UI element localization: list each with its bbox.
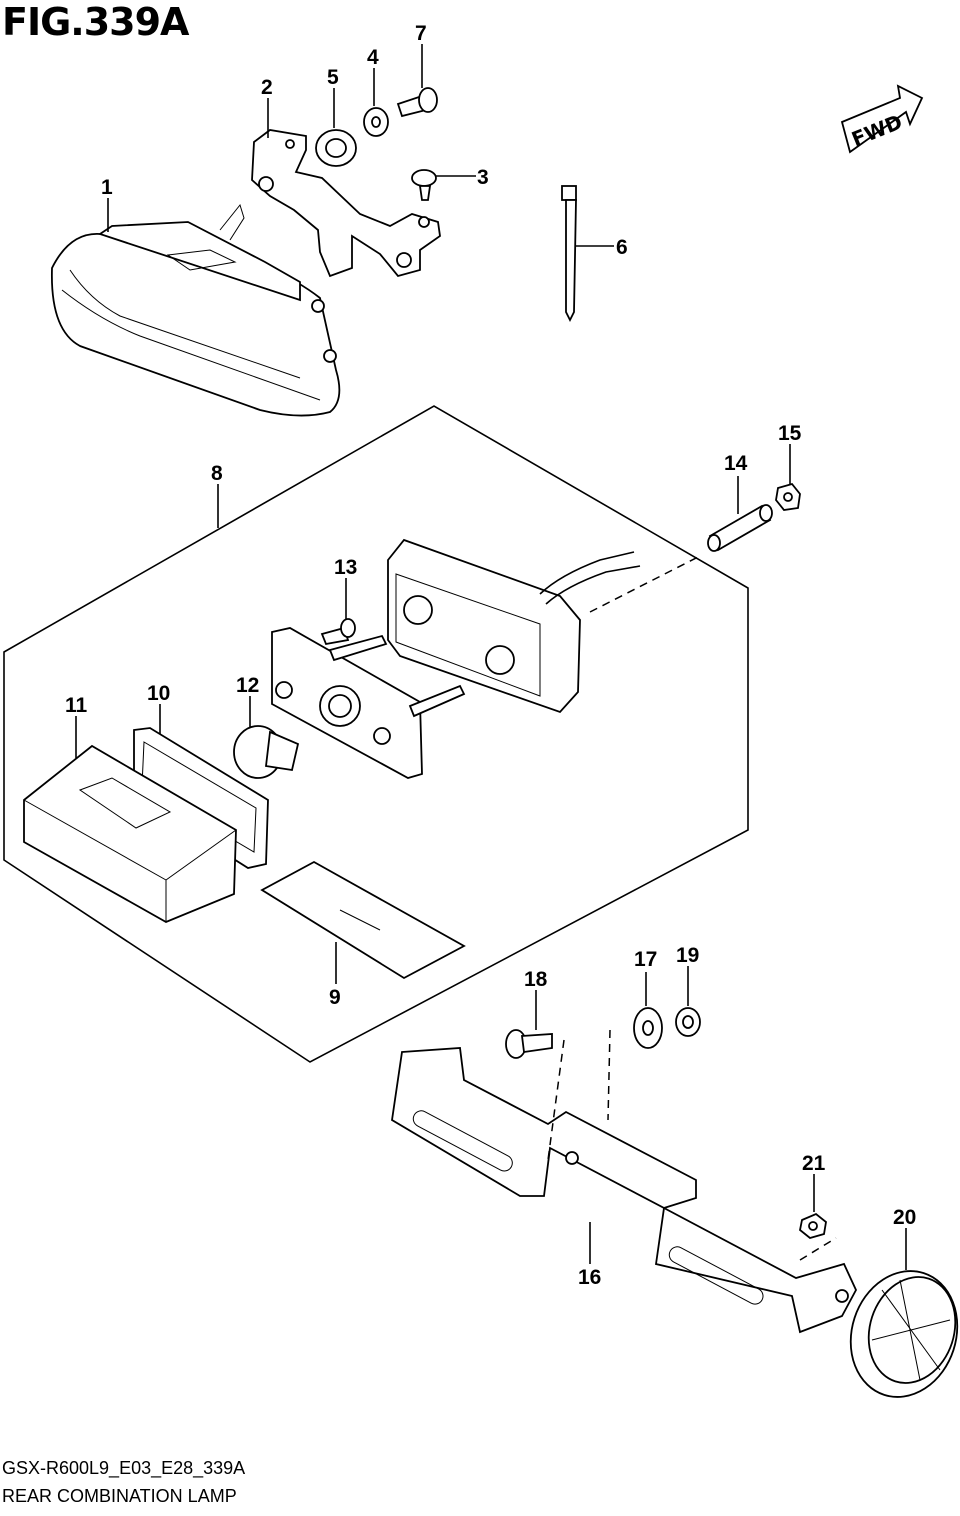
cable-tie — [561, 185, 577, 323]
license-bulb — [233, 725, 300, 779]
leader-lines — [75, 44, 907, 1270]
callout-4: 4 — [367, 46, 379, 69]
license-plate-bracket — [391, 1047, 858, 1334]
reflector-nut — [799, 1212, 827, 1239]
callout-16: 16 — [578, 1266, 601, 1289]
callout-5: 5 — [327, 66, 339, 89]
lamp-socket-plate — [271, 627, 466, 779]
figure-title: FIG.339A — [2, 0, 189, 44]
screw-upper — [396, 87, 438, 118]
callout-labels: 1 2 3 4 5 6 7 8 9 10 11 12 13 14 15 16 1… — [65, 22, 916, 1289]
callout-11: 11 — [65, 694, 88, 717]
washer-lower — [633, 1007, 663, 1049]
tail-lamp-assembly — [51, 203, 341, 417]
callout-17: 17 — [634, 948, 657, 971]
callout-8: 8 — [211, 462, 223, 485]
nut-lower — [675, 1007, 701, 1037]
callout-20: 20 — [893, 1206, 916, 1229]
lens-plate — [260, 860, 466, 980]
license-lamp-lens — [23, 744, 237, 923]
nut-upper — [775, 482, 801, 511]
screw-bracket — [411, 169, 437, 201]
callout-13: 13 — [334, 556, 357, 579]
collar — [707, 504, 773, 552]
grommet — [315, 129, 357, 167]
callout-6: 6 — [616, 236, 628, 259]
fwd-arrow-icon: FWD — [840, 84, 924, 154]
callout-2: 2 — [261, 76, 273, 99]
washer — [363, 107, 389, 137]
callout-3: 3 — [477, 166, 489, 189]
callout-12: 12 — [236, 674, 259, 697]
leader-dash-nut — [799, 1237, 837, 1261]
leader-dash-washer — [607, 1029, 611, 1121]
license-lamp-housing — [387, 538, 641, 714]
leader-dash-bolt — [547, 1039, 565, 1161]
leader-dash — [589, 555, 701, 613]
rear-reflector — [849, 1270, 959, 1398]
callout-21: 21 — [802, 1152, 826, 1175]
bolt — [505, 1029, 553, 1059]
callout-15: 15 — [778, 422, 802, 445]
callout-1: 1 — [101, 176, 113, 199]
assembly-outline — [3, 405, 749, 1063]
callout-9: 9 — [329, 986, 341, 1009]
model-code: GSX-R600L9_E03_E28_339A — [2, 1458, 246, 1478]
callout-14: 14 — [724, 452, 748, 475]
callout-7: 7 — [415, 22, 427, 45]
callout-10: 10 — [147, 682, 170, 705]
callout-18: 18 — [524, 968, 548, 991]
screw-housing — [320, 618, 356, 646]
lamp-bracket — [251, 129, 441, 278]
section-name: REAR COMBINATION LAMP — [2, 1486, 237, 1506]
callout-19: 19 — [676, 944, 699, 967]
